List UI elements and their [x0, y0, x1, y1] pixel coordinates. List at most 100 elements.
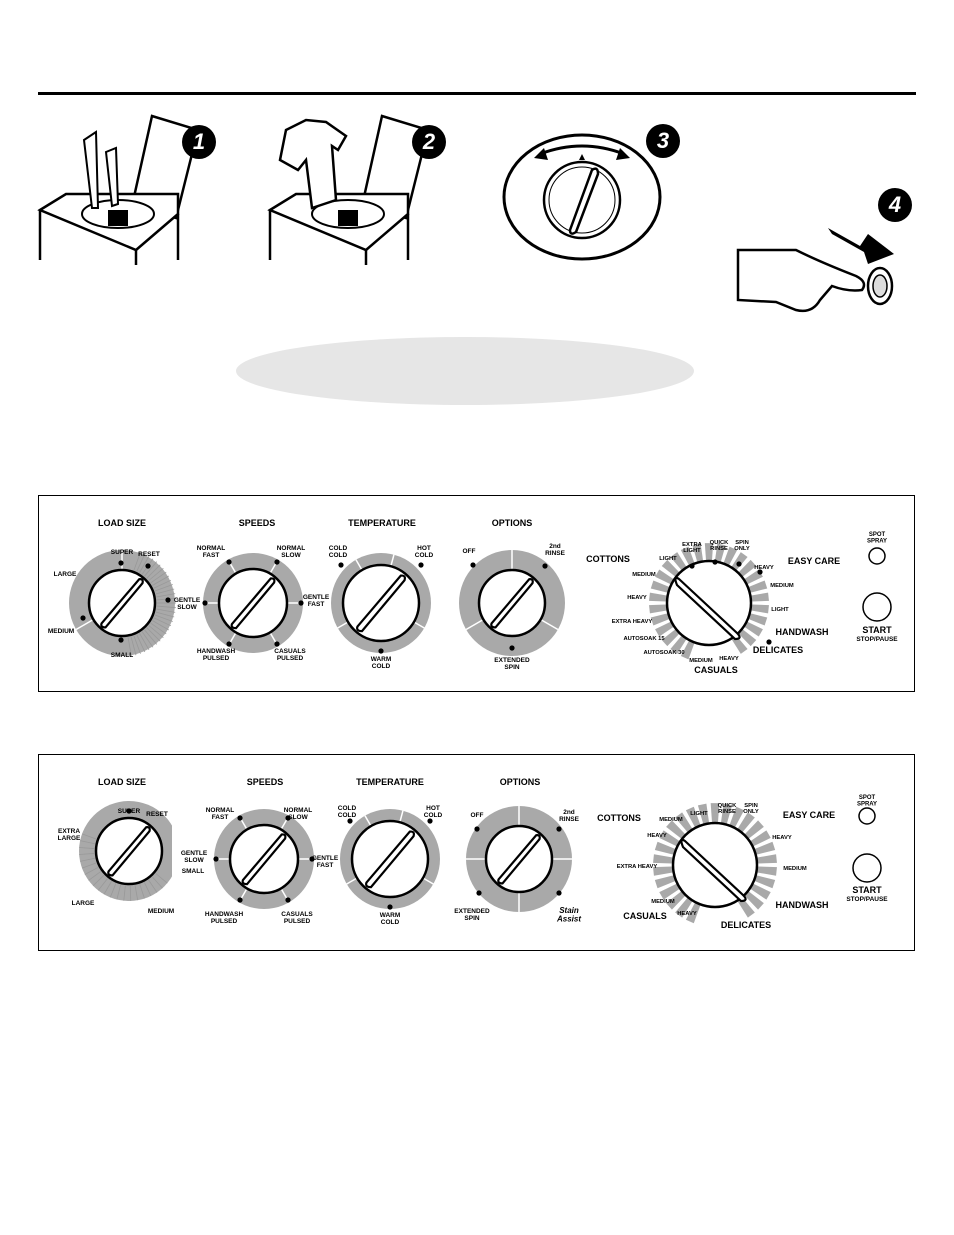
cycle-option-label[interactable]: HEAVY: [719, 656, 739, 662]
cycle-casuals-label[interactable]: CASUALS: [694, 665, 738, 675]
cycle-option-label[interactable]: MEDIUM: [659, 817, 683, 823]
cycle-option-label[interactable]: EXTRA HEAVY: [617, 864, 658, 870]
indicator-dot: [470, 562, 476, 568]
cycle-easy-care-label[interactable]: EASY CARE: [783, 810, 835, 820]
cycle-handwash-label[interactable]: HANDWASH: [776, 627, 829, 637]
indicator-dot: [274, 559, 280, 565]
load-large-label[interactable]: LARGE: [72, 900, 95, 907]
cycle-handwash-label[interactable]: HANDWASH: [776, 900, 829, 910]
load-medium-label[interactable]: MEDIUM: [48, 628, 74, 635]
indicator-dot: [418, 562, 424, 568]
cycle-option-label[interactable]: LIGHT: [771, 607, 789, 613]
temperature-dial-pointer: [356, 574, 406, 633]
cycle-option-label[interactable]: MEDIUM: [770, 583, 794, 589]
cycle-option-label[interactable]: HEAVY: [627, 595, 647, 601]
cycle-delicates-label[interactable]: DELICATES: [721, 920, 771, 930]
cycle-option-label[interactable]: EXTRA HEAVY: [612, 619, 653, 625]
cycle-option-label[interactable]: AUTOSOAK 30: [643, 650, 684, 656]
cycle-option-label[interactable]: MEDIUM: [632, 572, 656, 578]
load-super-label[interactable]: SUPER: [118, 808, 141, 815]
temperature-dial-divider: [390, 554, 395, 567]
cycle-option-label[interactable]: MEDIUM: [783, 866, 807, 872]
cycle-easy-care-label[interactable]: EASY CARE: [788, 556, 840, 566]
press-button-icon: [736, 228, 894, 313]
load-size-hatch: [156, 605, 176, 609]
cycle-option-label[interactable]: AUTOSOAK 15: [623, 636, 665, 642]
indicator-dot: [338, 562, 344, 568]
cycle-cottons-label[interactable]: COTTONS: [586, 554, 630, 564]
load-reset-label[interactable]: RESET: [146, 811, 168, 818]
load-size-hatch: [136, 553, 146, 572]
load-super-label[interactable]: SUPER: [111, 549, 134, 556]
load-large-label[interactable]: LARGE: [54, 571, 77, 578]
load-size-hatch: [123, 885, 126, 901]
cycle-cottons-label[interactable]: COTTONS: [597, 813, 641, 823]
load-reset-label[interactable]: RESET: [138, 551, 160, 558]
cycle-delicates-label[interactable]: DELICATES: [753, 645, 803, 655]
cycle-option-label[interactable]: LIGHT: [690, 811, 708, 817]
load-size-hatch: [143, 882, 152, 897]
cycle-option-label[interactable]: MEDIUM: [689, 658, 713, 664]
load-small-label[interactable]: SMALL: [182, 868, 204, 875]
cycle-option-label[interactable]: HEAVY: [772, 835, 792, 841]
cycle-option-label[interactable]: HEAVY: [754, 565, 774, 571]
cycle-option-label[interactable]: HEAVY: [677, 911, 697, 917]
indicator-dot: [757, 569, 763, 575]
cycle-segment: [650, 613, 670, 626]
cycle-segment: [654, 841, 676, 855]
load-size-hatch: [148, 879, 158, 893]
cycle-option-label[interactable]: LIGHT: [659, 556, 677, 562]
cycle-segment: [653, 854, 673, 864]
cycle-option-label[interactable]: HEAVY: [647, 833, 667, 839]
indicator-dot: [736, 561, 742, 567]
indicator-dot: [427, 818, 433, 824]
start-button[interactable]: [862, 592, 892, 622]
load-small-label[interactable]: SMALL: [111, 652, 133, 659]
step-4-number-label: 4: [888, 192, 902, 217]
load-medium-label[interactable]: MEDIUM: [148, 908, 174, 915]
cycle-casuals-label[interactable]: CASUALS: [623, 911, 667, 921]
indicator-dot: [145, 563, 151, 569]
spot-spray-button[interactable]: [868, 547, 886, 565]
cycle-segment: [737, 897, 755, 918]
step-4-badge: 4: [878, 188, 912, 222]
opt-off-label[interactable]: OFF: [463, 548, 476, 555]
temperature-dial-divider: [337, 621, 349, 629]
spot-spray-button[interactable]: [858, 807, 876, 825]
indicator-dot: [118, 560, 124, 566]
opt-off-label[interactable]: OFF: [471, 812, 484, 819]
cycle-option-label[interactable]: MEDIUM: [651, 899, 675, 905]
start-button[interactable]: [852, 853, 882, 883]
